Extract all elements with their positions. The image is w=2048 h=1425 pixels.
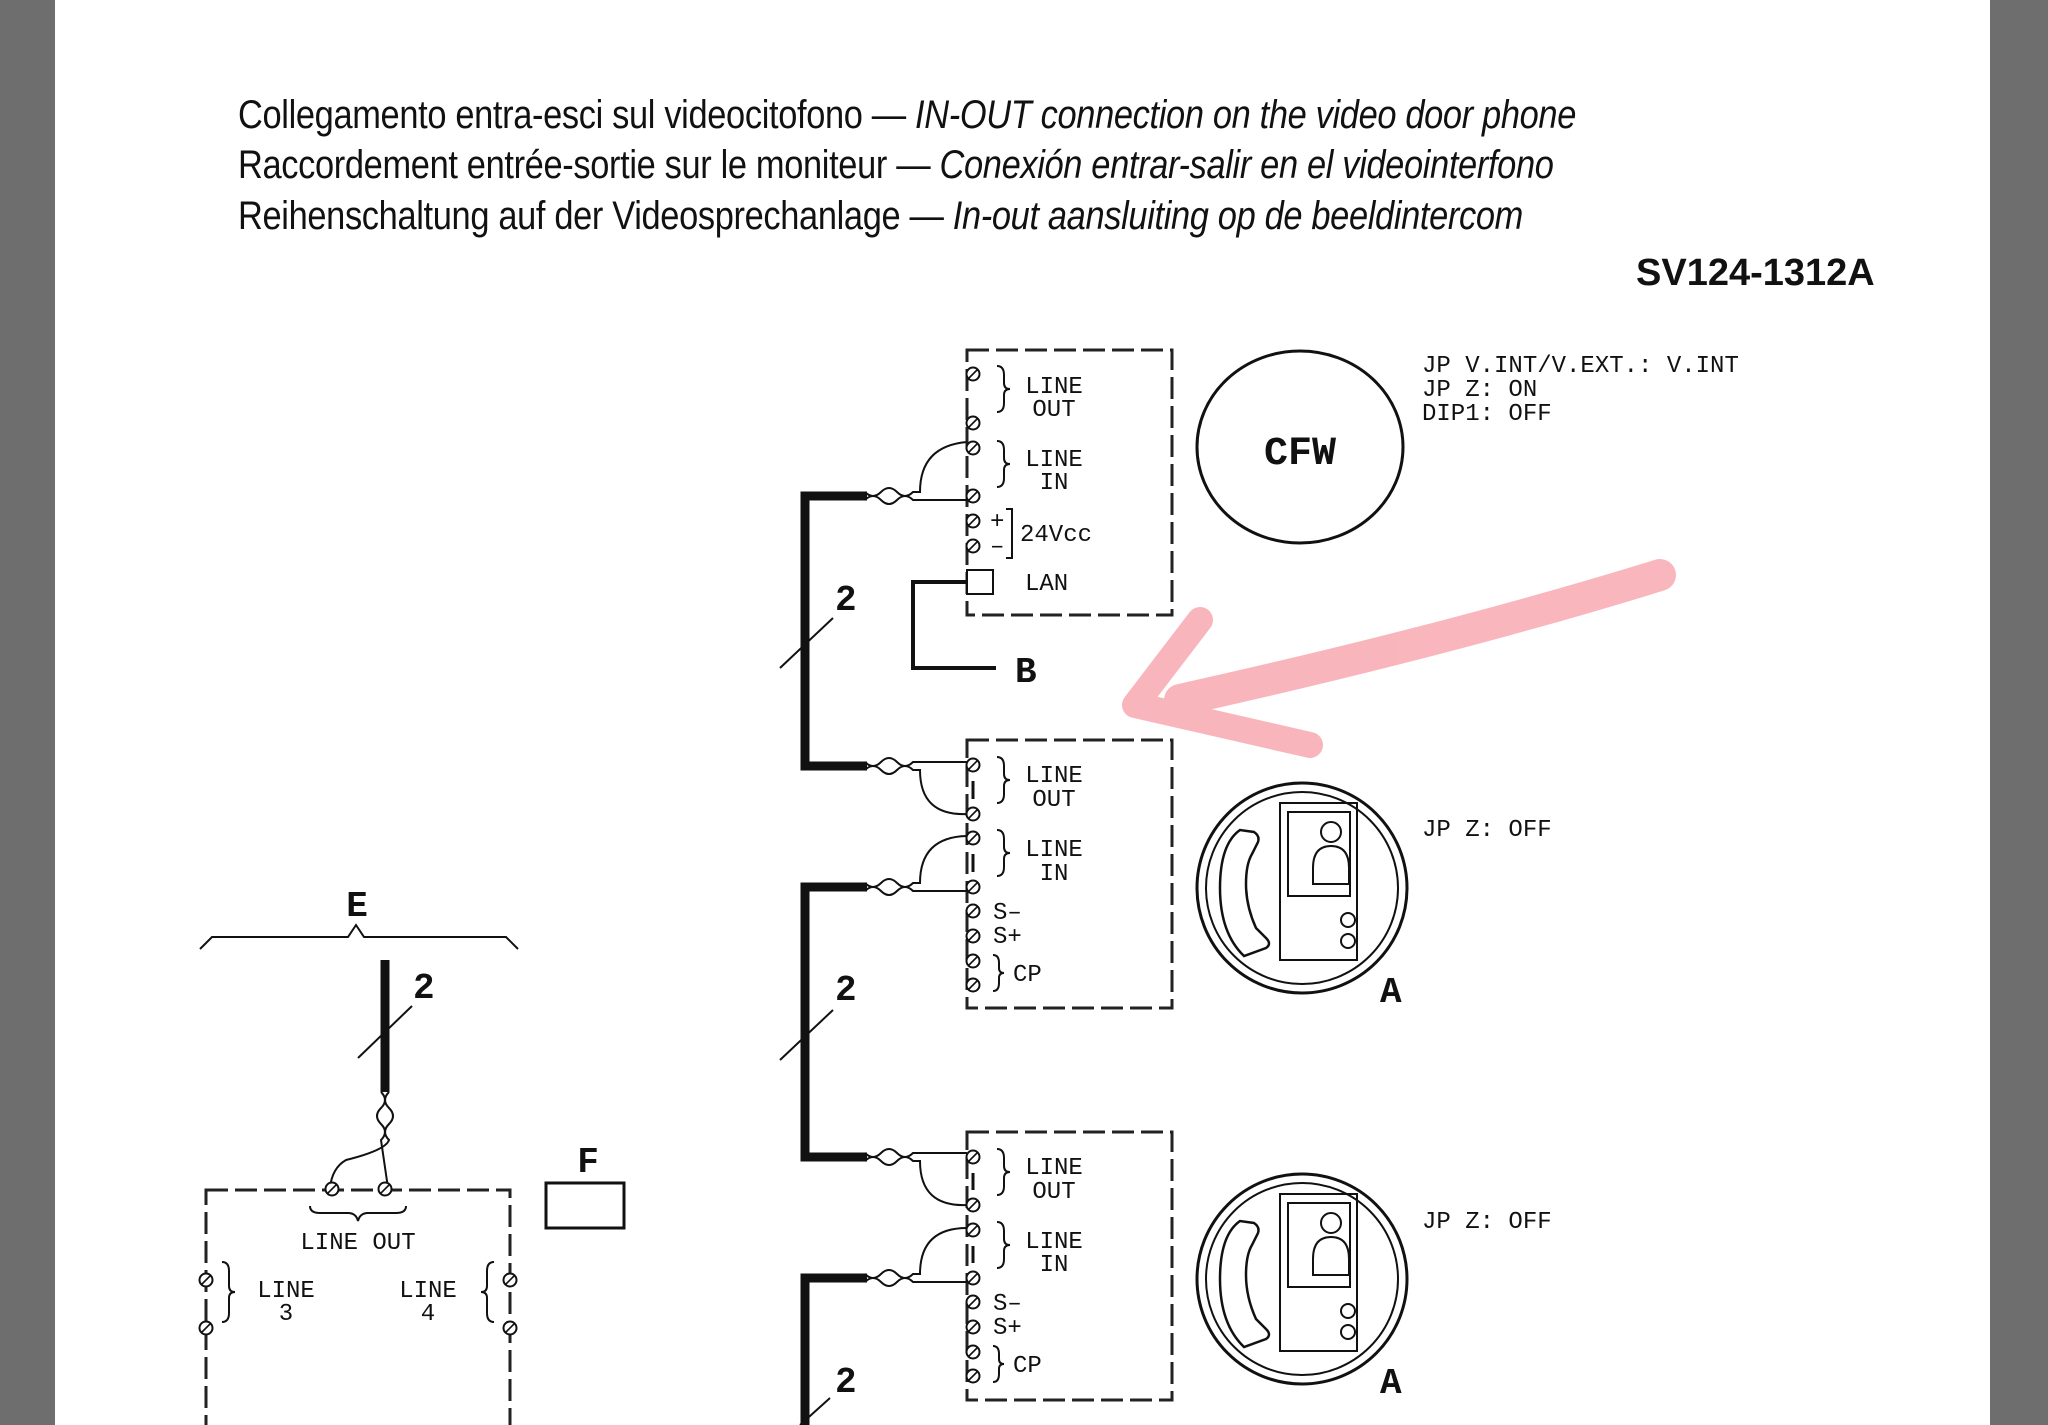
- a2-line-out-label-2: OUT: [1032, 1179, 1075, 1206]
- wire-count-1: 2: [835, 580, 857, 621]
- cfw-device-label: CFW: [1264, 432, 1336, 477]
- lan-cable: [911, 580, 996, 670]
- cfw-power-label: 24Vcc: [1020, 522, 1092, 549]
- title-line-1: Collegamento entra-esci sul videocitofon…: [238, 93, 1576, 138]
- a2-line-out-brace: [996, 1148, 1011, 1196]
- a1-line-out-label-2: OUT: [1032, 787, 1075, 814]
- cable-slash-3: [799, 1397, 831, 1425]
- cfw-line-out-label: LINE: [1025, 374, 1083, 401]
- a2-terminal-box: [965, 1130, 1174, 1402]
- a2-s-plus-label: S+: [993, 1315, 1022, 1342]
- a2-cp-label: CP: [1013, 1353, 1042, 1380]
- twisted-pair-wires: [864, 441, 968, 1287]
- e-line3-brace: [221, 1261, 236, 1323]
- wire-count-2: 2: [835, 970, 857, 1011]
- e-terminal-box: [204, 1188, 512, 1425]
- a2-line-in-label: LINE: [1025, 1229, 1083, 1256]
- a2-setting: JP Z: OFF: [1422, 1209, 1552, 1236]
- title-1-italic: IN-OUT connection on the video door phon…: [915, 93, 1576, 137]
- e-line4-label-2: 4: [421, 1301, 435, 1328]
- cfw-line-in-label-2: IN: [1040, 470, 1069, 497]
- a1-terminal-box: [965, 738, 1174, 1010]
- label-f: F: [577, 1142, 599, 1183]
- cable-slash-2: [779, 1009, 834, 1061]
- a1-line-out-label: LINE: [1025, 763, 1083, 790]
- e-line3-label: LINE: [257, 1278, 315, 1305]
- a2-device-label: A: [1380, 1363, 1402, 1404]
- e-brace: [199, 923, 519, 950]
- a1-line-in-brace: [996, 829, 1011, 877]
- cfw-setting-2: JP Z: ON: [1422, 377, 1537, 404]
- e-line-out-brace: [309, 1205, 407, 1222]
- title-1-text: Collegamento entra-esci sul videocitofon…: [238, 93, 916, 137]
- a2-line-in-label-2: IN: [1040, 1252, 1069, 1279]
- cfw-power-brace: [1006, 508, 1013, 559]
- a2-cp-brace: [992, 1345, 1005, 1383]
- e-twist-2: [329, 1091, 394, 1189]
- document-code: SV124-1312A: [1636, 252, 1875, 294]
- bus-cable-1: [800, 491, 867, 771]
- a2-s-minus-label: S–: [993, 1291, 1022, 1318]
- a1-device-label: A: [1380, 972, 1402, 1013]
- a1-line-in-label-2: IN: [1040, 861, 1069, 888]
- bus-cable-3: [800, 1273, 867, 1425]
- label-e: E: [346, 886, 368, 927]
- a2-line-in-brace: [996, 1221, 1011, 1269]
- a2-line-out-label: LINE: [1025, 1155, 1083, 1182]
- title-3-text: Reihenschaltung auf der Videosprechanlag…: [238, 194, 953, 238]
- cfw-minus-label: –: [990, 534, 1004, 561]
- a1-s-minus-label: S–: [993, 900, 1022, 927]
- cfw-line-in-brace: [996, 440, 1011, 488]
- e-line4-label: LINE: [399, 1278, 457, 1305]
- title-line-2: Raccordement entrée-sortie sur le monite…: [238, 143, 1554, 188]
- a1-setting: JP Z: OFF: [1422, 817, 1552, 844]
- viewer-background-left: [0, 0, 55, 1425]
- a1-line-in-label: LINE: [1025, 837, 1083, 864]
- cfw-lan-label: LAN: [1025, 571, 1068, 598]
- document-page: [55, 0, 1990, 1425]
- title-3-italic: In-out aansluiting op de beeldintercom: [952, 194, 1524, 238]
- a1-line-out-brace: [996, 756, 1011, 804]
- e-line-out-label: LINE OUT: [300, 1230, 415, 1257]
- cfw-line-out-brace: [996, 365, 1011, 413]
- title-2-text: Raccordement entrée-sortie sur le monite…: [238, 143, 940, 187]
- annotation-arrow: [1122, 559, 1676, 758]
- e-line4-brace: [480, 1261, 495, 1323]
- a1-cp-label: CP: [1013, 962, 1042, 989]
- bus-cable-2: [800, 882, 867, 1162]
- a1-cp-brace: [992, 954, 1005, 992]
- cfw-device-circle: [1195, 349, 1405, 545]
- component-f: [544, 1181, 626, 1230]
- label-b: B: [1015, 652, 1037, 693]
- title-2-italic: Conexión entrar-salir en el videointerfo…: [939, 143, 1554, 187]
- cfw-line-out-label-2: OUT: [1032, 397, 1075, 424]
- cfw-lan-port: [966, 569, 994, 595]
- videophone-icon-a2: [1195, 1172, 1409, 1386]
- cfw-setting-3: DIP1: OFF: [1422, 401, 1552, 428]
- a1-s-plus-label: S+: [993, 924, 1022, 951]
- e-wire-count: 2: [413, 968, 435, 1009]
- title-line-3: Reihenschaltung auf der Videosprechanlag…: [238, 194, 1523, 239]
- cfw-line-in-label: LINE: [1025, 447, 1083, 474]
- cable-slash-1: [779, 617, 834, 669]
- e-line3-label-2: 3: [279, 1301, 293, 1328]
- wire-count-3: 2: [835, 1362, 857, 1403]
- cfw-terminal-box: [965, 348, 1174, 617]
- videophone-icon-a1: [1195, 781, 1409, 995]
- cfw-setting-1: JP V.INT/V.EXT.: V.INT: [1422, 353, 1739, 380]
- cfw-plus-label: +: [990, 509, 1004, 536]
- e-cable-slash: [357, 1005, 413, 1059]
- viewer-background-right: [1990, 0, 2048, 1425]
